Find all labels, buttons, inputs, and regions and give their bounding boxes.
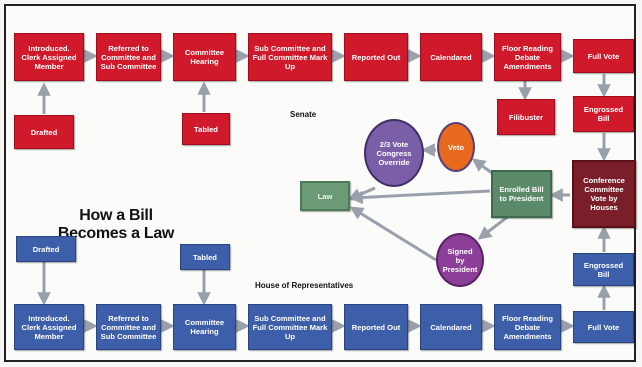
- title-line-2: Becomes a Law: [57, 225, 175, 242]
- house-introduced: Introduced. Clerk Assigned Member: [14, 304, 84, 350]
- enrolled-bill: Enrolled Bill to President: [491, 170, 552, 218]
- senate-label: Senate: [290, 110, 317, 119]
- house-full-vote: Full Vote: [573, 311, 634, 343]
- house-calendared: Calendared: [420, 304, 482, 350]
- house-engrossed-bill: Engrossed Bill: [573, 253, 634, 286]
- senate-markup: Sub Committee and Full Committee Mark Up: [248, 33, 332, 81]
- senate-full-vote: Full Vote: [573, 39, 634, 73]
- house-tabled: Tabled: [180, 244, 230, 270]
- senate-drafted: Drafted: [14, 115, 74, 149]
- senate-tabled: Tabled: [182, 113, 230, 145]
- senate-calendared: Calendared: [420, 33, 482, 81]
- senate-introduced: Introduced. Clerk Assigned Member: [14, 33, 84, 81]
- house-committee-hearing: Committee Hearing: [173, 304, 236, 350]
- law-box: Law: [300, 181, 350, 211]
- senate-reported-out: Reported Out: [344, 33, 408, 81]
- senate-engrossed-bill: Engrossed Bill: [573, 96, 634, 132]
- house-floor-reading: Floor Reading Debate Amendments: [494, 304, 561, 350]
- title-line-1: How a Bill: [79, 207, 153, 224]
- senate-committee-hearing: Committee Hearing: [173, 33, 236, 81]
- house-label: House of Representatives: [255, 281, 354, 290]
- senate-floor-reading: Floor Reading Debate Amendments: [494, 33, 561, 81]
- house-drafted: Drafted: [16, 236, 76, 262]
- signed-circle: Signed by President: [436, 233, 484, 287]
- conference-committee: Conference Committee Vote by Houses: [572, 160, 636, 228]
- veto-circle: Veto: [437, 122, 475, 172]
- arrow-enrolled-law: [349, 189, 491, 205]
- senate-referred: Referred to Committee and Sub Committee: [96, 33, 161, 81]
- house-referred: Referred to Committee and Sub Committee: [96, 304, 161, 350]
- senate-filibuster: Filibuster: [497, 99, 555, 135]
- house-markup: Sub Committee and Full Committee Mark Up: [248, 304, 332, 350]
- arrow-enrolled-veto: [471, 158, 493, 175]
- arrow-override-law: [347, 186, 376, 201]
- house-reported-out: Reported Out: [344, 304, 408, 350]
- arrow-signed-law: [349, 206, 437, 262]
- arrow-enrolled-signed: [477, 213, 511, 240]
- override-circle: 2/3 Vote Congress Override: [364, 119, 424, 187]
